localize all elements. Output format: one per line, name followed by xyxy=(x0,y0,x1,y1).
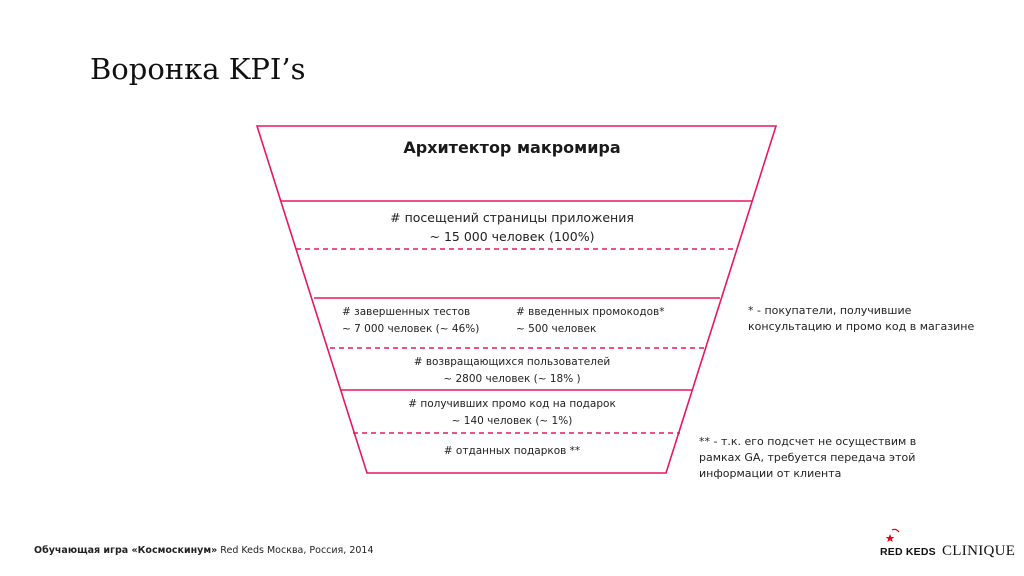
funnel-outline xyxy=(255,125,778,474)
returning-value: ~ 2800 человек (~ 18% ) xyxy=(443,373,581,385)
note2-line2: рамках GA, требуется передача этой xyxy=(699,451,916,464)
visits-label: # посещений страницы приложения xyxy=(390,210,634,225)
footer: Обучающая игра «Космоскинум» Red Keds Мо… xyxy=(34,545,374,556)
promo-block: # введенных промокодов* ~ 500 человек xyxy=(516,304,664,338)
note-promo-buyers: * - покупатели, получившие консультацию … xyxy=(748,303,974,335)
clinique-logo: CLINIQUE xyxy=(942,543,1016,559)
tests-value: ~ 7 000 человек (~ 46%) xyxy=(342,323,480,335)
note2-line1: ** - т.к. его подсчет не осуществим в xyxy=(699,435,917,448)
redkeds-logo: RED KEDS xyxy=(880,546,936,558)
note1-line1: * - покупатели, получившие xyxy=(748,304,912,317)
tests-block: # завершенных тестов ~ 7 000 человек (~ … xyxy=(342,304,479,338)
note-ga-gifts: ** - т.к. его подсчет не осуществим в ра… xyxy=(699,434,916,482)
gifts-label: # отданных подарков ** xyxy=(443,445,581,457)
page-title: Воронка KPI’s xyxy=(90,52,306,86)
redkeds-star-icon xyxy=(885,528,900,542)
returning-block: # возвращающихся пользователей ~ 2800 че… xyxy=(0,354,1024,388)
tests-label: # завершенных тестов xyxy=(342,306,471,318)
note2-line3: информации от клиента xyxy=(699,467,842,480)
footer-game-name: Обучающая игра «Космоскинум» xyxy=(34,545,218,556)
visits-block: # посещений страницы приложения ~ 15 000… xyxy=(0,208,1024,246)
footer-credits: Red Keds Москва, Россия, 2014 xyxy=(217,545,374,556)
got-promo-value: ~ 140 человек (~ 1%) xyxy=(451,415,573,427)
visits-value: ~ 15 000 человек (100%) xyxy=(429,229,595,244)
got-promo-block: # получивших промо код на подарок ~ 140 … xyxy=(0,396,1024,430)
funnel-top-label: Архитектор макромира xyxy=(403,138,621,157)
note1-line2: консультацию и промо код в магазине xyxy=(748,320,975,333)
promo-value: ~ 500 человек xyxy=(516,323,597,335)
returning-label: # возвращающихся пользователей xyxy=(413,356,611,368)
promo-label: # введенных промокодов* xyxy=(516,306,665,318)
got-promo-label: # получивших промо код на подарок xyxy=(408,398,616,410)
